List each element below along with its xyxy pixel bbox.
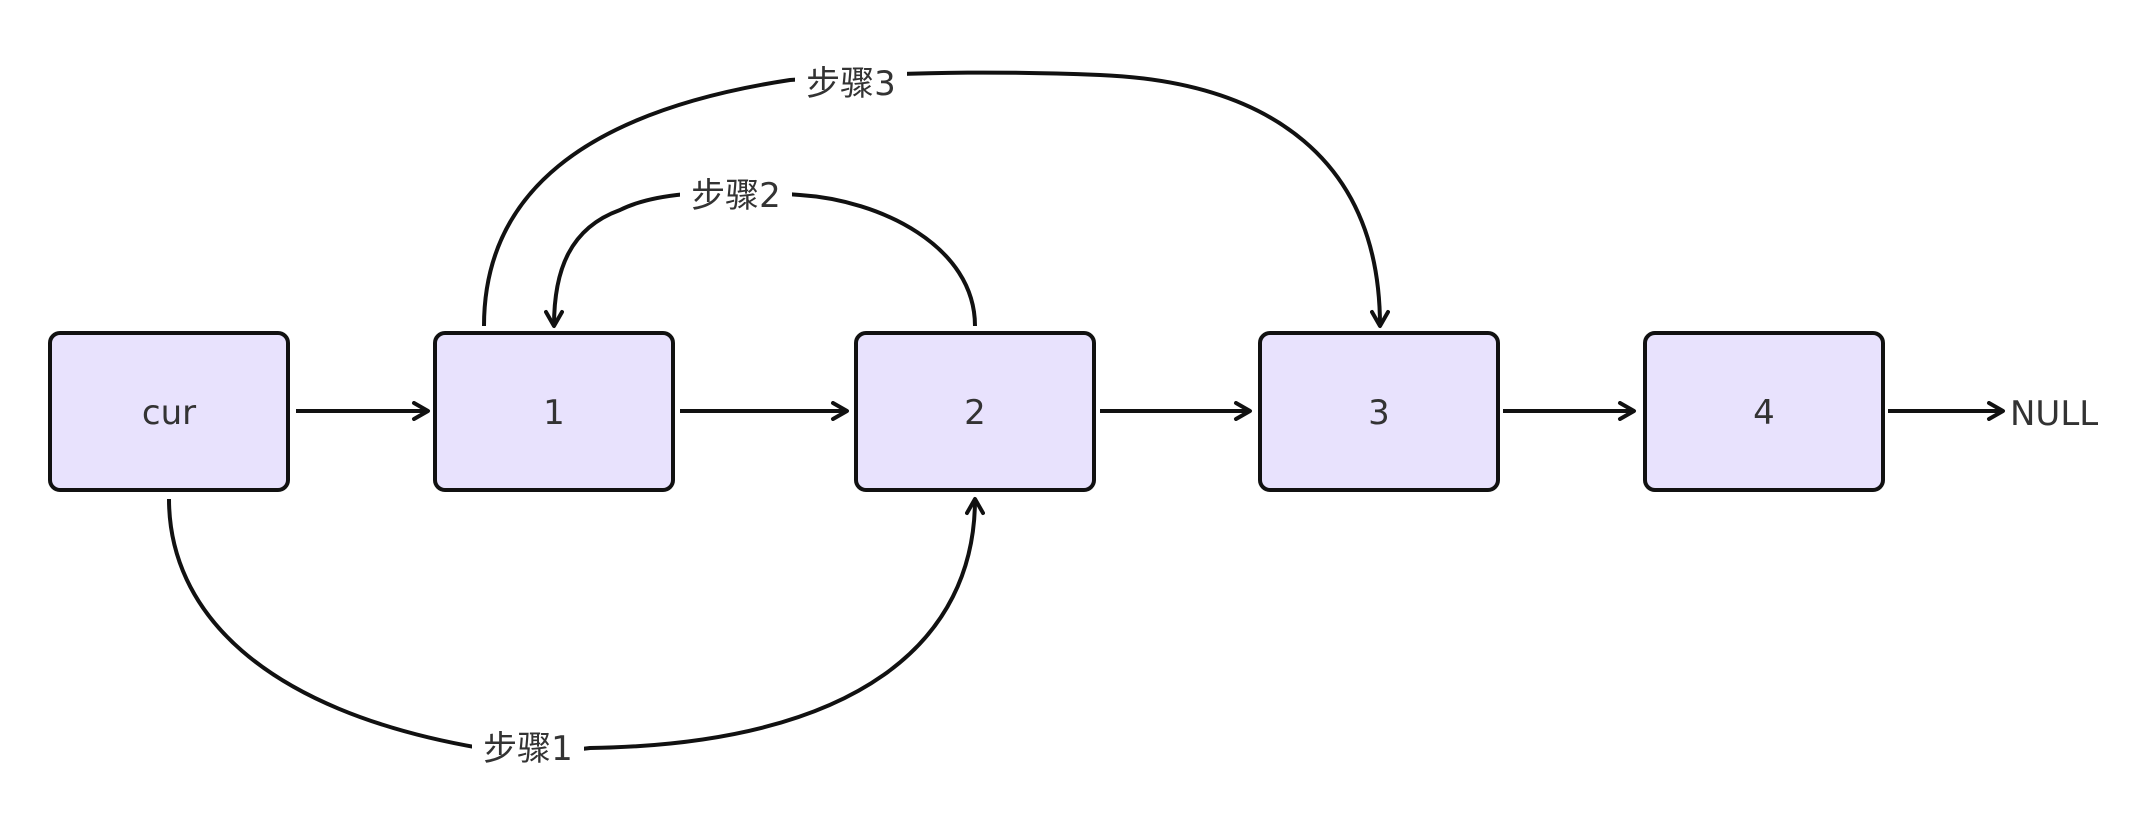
- svg-text:步骤3: 步骤3: [806, 64, 896, 104]
- svg-text:1: 1: [543, 393, 565, 433]
- svg-text:2: 2: [964, 393, 986, 433]
- node-4: 4: [1643, 331, 1885, 492]
- step3-edge: [482, 70, 1390, 328]
- svg-text:cur: cur: [142, 393, 196, 433]
- node-2: 2: [854, 331, 1096, 492]
- node-cur: cur: [48, 331, 290, 492]
- null-label: NULL: [2010, 394, 2098, 434]
- node-1: 1: [433, 331, 675, 492]
- svg-text:步骤1: 步骤1: [483, 729, 573, 769]
- svg-text:步骤2: 步骤2: [691, 176, 781, 216]
- step2-label: 步骤2: [680, 170, 792, 222]
- step1-label: 步骤1: [472, 724, 584, 776]
- svg-text:4: 4: [1753, 393, 1775, 433]
- step1-edge: [167, 497, 985, 753]
- svg-text:3: 3: [1368, 393, 1390, 433]
- node-3: 3: [1258, 331, 1500, 492]
- step3-label: 步骤3: [795, 58, 907, 110]
